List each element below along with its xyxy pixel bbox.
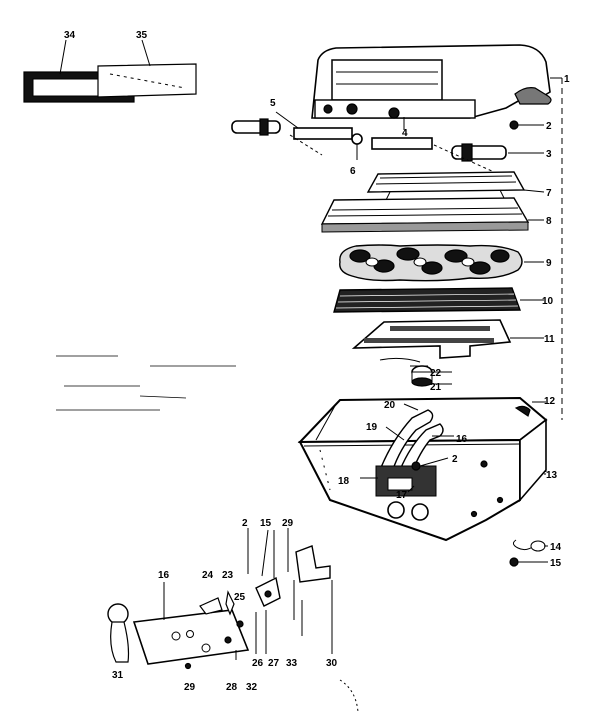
part-5-handle-end: [231, 118, 281, 136]
callout-25: 25: [234, 592, 246, 603]
scan-artifacts: [56, 355, 359, 713]
callout-28: 28: [226, 682, 238, 693]
part-18-valve-assembly: [375, 465, 437, 521]
callout-16-top: 16: [456, 434, 468, 445]
callout-24: 24: [202, 570, 214, 581]
part-10-rock-grate: [333, 287, 521, 313]
callout-20: 20: [384, 400, 396, 411]
leader-34: [59, 39, 67, 75]
part-8-cooking-grid: [320, 197, 530, 233]
callout-2-bottom: 2: [242, 518, 248, 529]
part-27-igniter-bracket: [255, 576, 281, 607]
callout-31: 31: [112, 670, 124, 681]
callout-4: 4: [402, 128, 408, 139]
callout-34: 34: [64, 30, 76, 41]
callout-29-top: 29: [282, 518, 294, 529]
callout-11: 11: [544, 334, 555, 345]
callout-35: 35: [136, 30, 148, 41]
leader-35: [141, 39, 151, 67]
part-11-burner: [351, 319, 512, 359]
part-9-lava-rocks: [339, 244, 523, 282]
part-23-clip: [225, 590, 235, 616]
part-31-knob: [107, 603, 130, 663]
part-7-warming-rack: [366, 171, 526, 201]
callout-16-bottom: 16: [158, 570, 170, 581]
part-24-bracket: [199, 597, 223, 615]
callout-22: 22: [430, 368, 442, 379]
callout-26: 26: [252, 658, 264, 669]
callout-19: 19: [366, 422, 378, 433]
callout-14: 14: [550, 542, 562, 553]
callout-15-bottom: 15: [260, 518, 272, 529]
callout-6: 6: [350, 166, 356, 177]
part-35-glass-pane: [97, 63, 197, 98]
callout-10: 10: [542, 296, 554, 307]
callout-21: 21: [430, 382, 442, 393]
part-2-screw: [509, 120, 519, 130]
callout-18: 18: [338, 476, 350, 487]
callout-32: 32: [246, 682, 258, 693]
part-3-handle-end: [451, 143, 507, 162]
callout-13: 13: [546, 470, 558, 481]
part-4-handle-bar: [293, 127, 433, 150]
callout-15-right: 15: [550, 558, 562, 569]
callout-2-mid: 2: [452, 454, 458, 465]
part-22-venturi: [379, 357, 428, 367]
callout-23: 23: [222, 570, 234, 581]
callout-8: 8: [546, 216, 552, 227]
callout-1: 1: [564, 74, 570, 85]
part-15-nut: [509, 557, 519, 567]
part-21-valve-knob: [411, 365, 433, 387]
callout-5: 5: [270, 98, 276, 109]
callout-30: 30: [326, 658, 338, 669]
callout-33: 33: [286, 658, 298, 669]
callout-9: 9: [546, 258, 552, 269]
part-28-control-panel: [132, 609, 250, 665]
callout-12: 12: [544, 396, 556, 407]
callout-2-top: 2: [546, 121, 552, 132]
callout-3: 3: [546, 149, 552, 160]
callout-27: 27: [268, 658, 280, 669]
part-30-heat-shield: [295, 545, 331, 583]
part-6-handle-bolt: [351, 133, 363, 160]
part-1-grill-hood: [311, 44, 552, 119]
callout-29-bottom: 29: [184, 682, 196, 693]
part-2-screw-b: [411, 461, 421, 471]
part-14-igniter-wire: [512, 539, 546, 552]
callout-7: 7: [546, 188, 552, 199]
callout-17: 17: [396, 490, 408, 501]
part-25-screw: [236, 620, 244, 628]
